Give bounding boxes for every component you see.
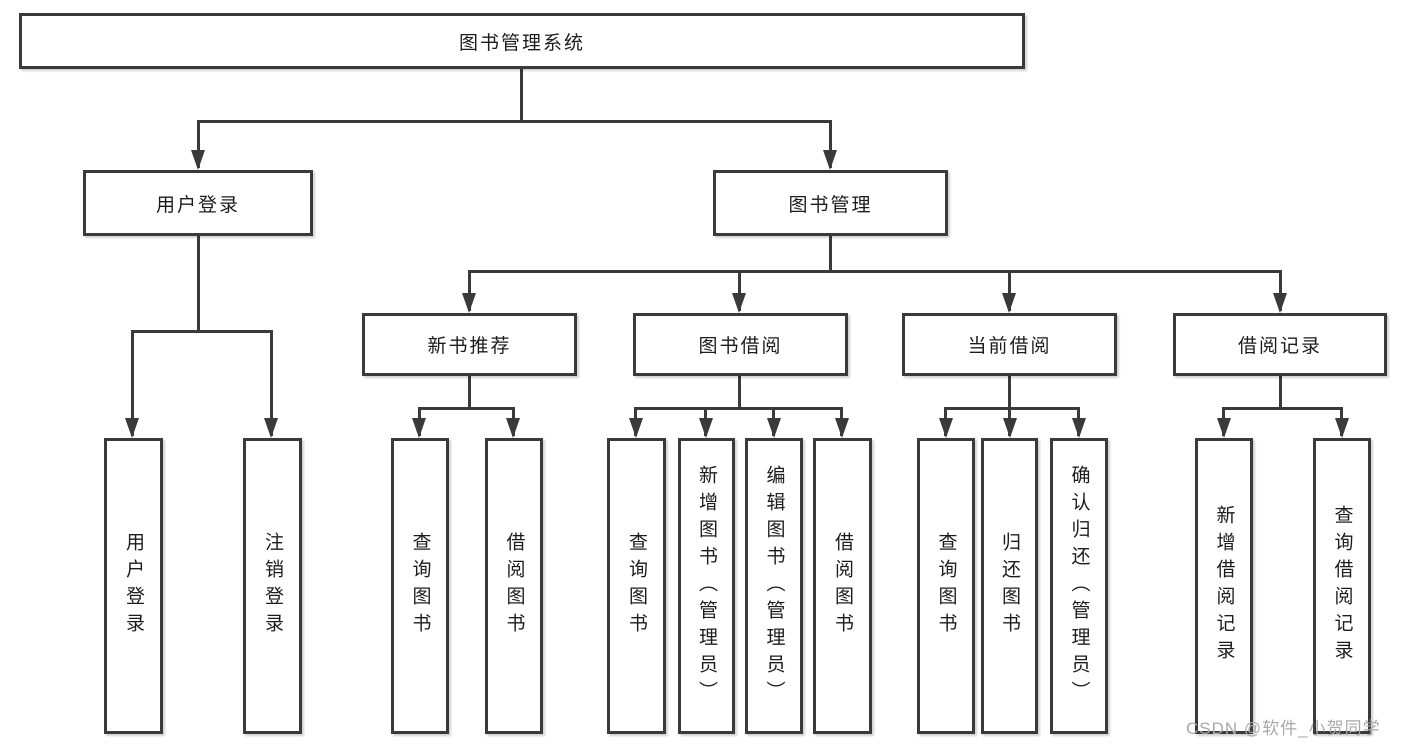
leaf-borrow-books: 借阅图书 [813, 438, 872, 734]
leaf-edit-books-admin: 编辑图书（管理员） [745, 438, 803, 734]
node-current-borrowing: 当前借阅 [902, 313, 1117, 376]
connector-line [944, 407, 1080, 410]
arrowhead-down-icon [125, 418, 139, 438]
node-label: 图书借阅 [698, 336, 783, 357]
connector-line [738, 376, 741, 409]
node-label: 当前借阅 [967, 336, 1052, 357]
node-label: 确认归还（管理员） [1068, 464, 1090, 708]
node-label: 查询借阅记录 [1331, 505, 1353, 667]
connector-line [197, 120, 832, 123]
arrowhead-down-icon [939, 418, 953, 438]
leaf-user-login: 用户登录 [104, 438, 163, 734]
arrowhead-down-icon [629, 418, 643, 438]
node-borrowing-records: 借阅记录 [1173, 313, 1387, 376]
connector-line [197, 236, 200, 332]
node-label: 借阅图书 [832, 532, 853, 640]
arrowhead-down-icon [462, 293, 476, 313]
connector-line [1279, 270, 1282, 311]
arrowhead-down-icon [1002, 293, 1016, 313]
connector-line [1008, 270, 1011, 311]
leaf-logout: 注销登录 [243, 438, 302, 734]
connector-line [829, 236, 832, 272]
node-label: 新书推荐 [427, 336, 512, 357]
arrowhead-down-icon [835, 418, 849, 438]
leaf-confirm-return-admin: 确认归还（管理员） [1050, 438, 1108, 734]
node-label: 查询图书 [935, 532, 957, 640]
leaf-borrow-books-recommend: 借阅图书 [485, 438, 543, 734]
arrowhead-down-icon [412, 418, 426, 438]
arrowhead-down-icon [1072, 418, 1086, 438]
connector-line [131, 330, 134, 436]
arrowhead-down-icon [823, 150, 837, 170]
node-label: 编辑图书（管理员） [763, 464, 785, 708]
node-new-book-recommendation: 新书推荐 [362, 313, 577, 376]
connector-line [1279, 376, 1282, 409]
connector-line [468, 376, 471, 409]
connector-line [197, 120, 200, 168]
leaf-add-books-admin: 新增图书（管理员） [678, 438, 735, 734]
node-label: 新增图书（管理员） [696, 464, 717, 708]
node-label: 借阅图书 [503, 532, 525, 640]
arrowhead-down-icon [767, 418, 781, 438]
leaf-query-books-current: 查询图书 [917, 438, 975, 734]
arrowhead-down-icon [732, 293, 746, 313]
csdn-watermark: CSDN @软件_小贺同学 [1186, 719, 1381, 738]
connector-line [468, 270, 1282, 273]
leaf-add-borrow-record: 新增借阅记录 [1195, 438, 1253, 734]
node-book-management: 图书管理 [713, 170, 948, 236]
connector-line [131, 330, 273, 333]
node-label: 图书管理系统 [458, 32, 585, 54]
connector-line [1008, 376, 1011, 409]
connector-line [1222, 407, 1343, 410]
node-label: 借阅记录 [1237, 336, 1322, 357]
node-label: 查询图书 [626, 532, 647, 640]
node-library-management-system: 图书管理系统 [19, 13, 1025, 69]
arrowhead-down-icon [264, 418, 278, 438]
node-label: 新增借阅记录 [1213, 505, 1235, 667]
connector-line [738, 270, 741, 311]
node-label: 注销登录 [262, 532, 283, 640]
arrowhead-down-icon [1335, 418, 1349, 438]
leaf-return-books: 归还图书 [981, 438, 1038, 734]
node-label: 查询图书 [409, 532, 431, 640]
node-user-login: 用户登录 [83, 170, 313, 236]
connector-line [829, 120, 832, 168]
arrowhead-down-icon [1273, 293, 1287, 313]
connector-line [520, 69, 523, 122]
node-label: 用户登录 [123, 532, 144, 640]
arrowhead-down-icon [1217, 418, 1231, 438]
node-label: 用户登录 [155, 194, 240, 216]
arrowhead-down-icon [1003, 418, 1017, 438]
node-label: 图书管理 [788, 194, 873, 216]
node-book-borrowing: 图书借阅 [633, 313, 848, 376]
leaf-query-books-borrowing: 查询图书 [607, 438, 666, 734]
connector-line [468, 270, 471, 311]
arrowhead-down-icon [191, 150, 205, 170]
arrowhead-down-icon [506, 418, 520, 438]
arrowhead-down-icon [699, 418, 713, 438]
connector-line [418, 407, 515, 410]
connector-line [270, 330, 273, 436]
leaf-query-borrow-record: 查询借阅记录 [1313, 438, 1371, 734]
connector-line [634, 407, 843, 410]
node-label: 归还图书 [999, 532, 1020, 640]
leaf-query-books-recommend: 查询图书 [391, 438, 449, 734]
